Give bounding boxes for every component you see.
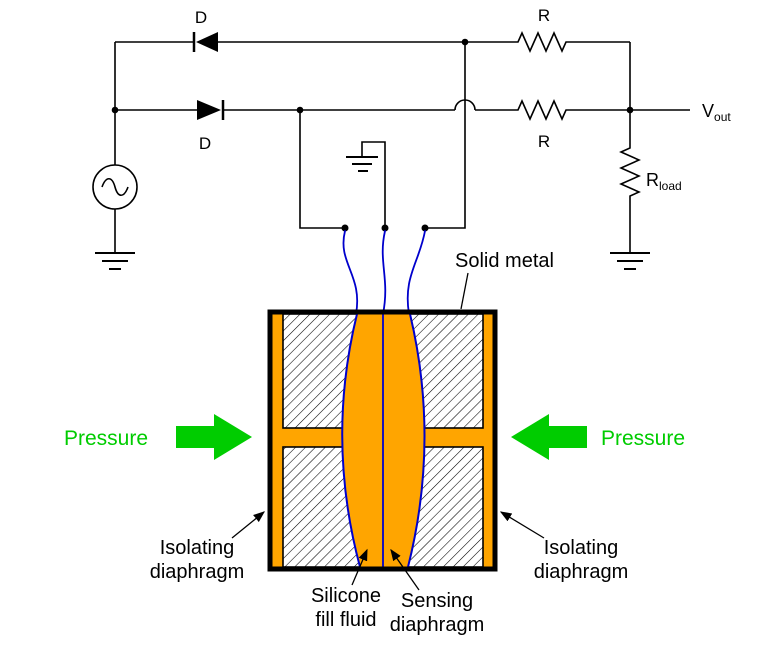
label-isolating-left-1: Isolating [160,537,235,559]
label-diode-top: D [195,8,207,27]
isolating-left-arrow [231,511,266,539]
wire-drop-left-plate [299,110,345,229]
cavity-wall-right [407,313,426,568]
lead-wire-left [342,230,359,315]
diode-top [192,32,218,52]
label-solid-metal: Solid metal [455,250,554,272]
label-resistor-bottom: R [538,132,550,151]
label-isolating-right-1: Isolating [544,537,619,559]
label-isolating-right-2: diaphragm [534,561,629,583]
silicone-arrow [351,548,368,586]
ground-middle [346,156,378,172]
vout-main: V [702,101,714,121]
circuit-wires [114,41,690,252]
junction-dot [626,106,634,114]
ground-right [610,252,650,270]
label-diode-bottom: D [199,134,211,153]
sensor-body [267,309,498,572]
label-sensing-1: Sensing [401,590,473,612]
isolating-right-arrow [499,511,545,539]
diode-bottom-triangle [197,100,221,120]
ground-left [95,252,135,270]
label-rload: Rload [646,170,682,193]
resistor-top [512,31,576,53]
terminal-dot-right [421,224,429,232]
junction-dot [461,38,469,46]
solid-metal-leader-line [460,272,469,310]
vout-sub: out [714,110,731,124]
label-silicone-2: fill fluid [315,609,376,631]
junction-dots [111,38,634,232]
label-isolating-left-2: diaphragm [150,561,245,583]
rload-sub: load [659,179,682,193]
label-pressure-left: Pressure [64,427,148,450]
diode-bottom [197,100,225,120]
sine-wave-icon [101,177,129,197]
cavity-wall-left [341,313,361,568]
label-sensing-2: diaphragm [390,614,485,636]
pressure-arrow-left-icon [176,414,252,460]
lead-wire-right [406,230,426,315]
terminal-dot-left [341,224,349,232]
rload-main: R [646,170,659,190]
sensor-lead-wires [342,230,426,315]
label-vout: Vout [702,101,731,124]
resistor-bottom [512,99,576,121]
diode-top-triangle [196,32,218,52]
pressure-arrow-right-icon [511,414,587,460]
lead-wire-center [381,230,387,315]
junction-dot [296,106,304,114]
terminal-dot-center [381,224,389,232]
sensing-arrow [390,548,420,591]
resistor-load [619,143,641,203]
label-pressure-right: Pressure [601,427,685,450]
wire-center-to-ground [361,141,386,228]
junction-dot [111,106,119,114]
label-silicone-1: Silicone [311,585,381,607]
label-resistor-top: R [538,6,550,25]
ac-source [92,164,138,210]
sensor-outer-border [267,309,498,572]
wire-drop-right-plate [425,42,466,229]
